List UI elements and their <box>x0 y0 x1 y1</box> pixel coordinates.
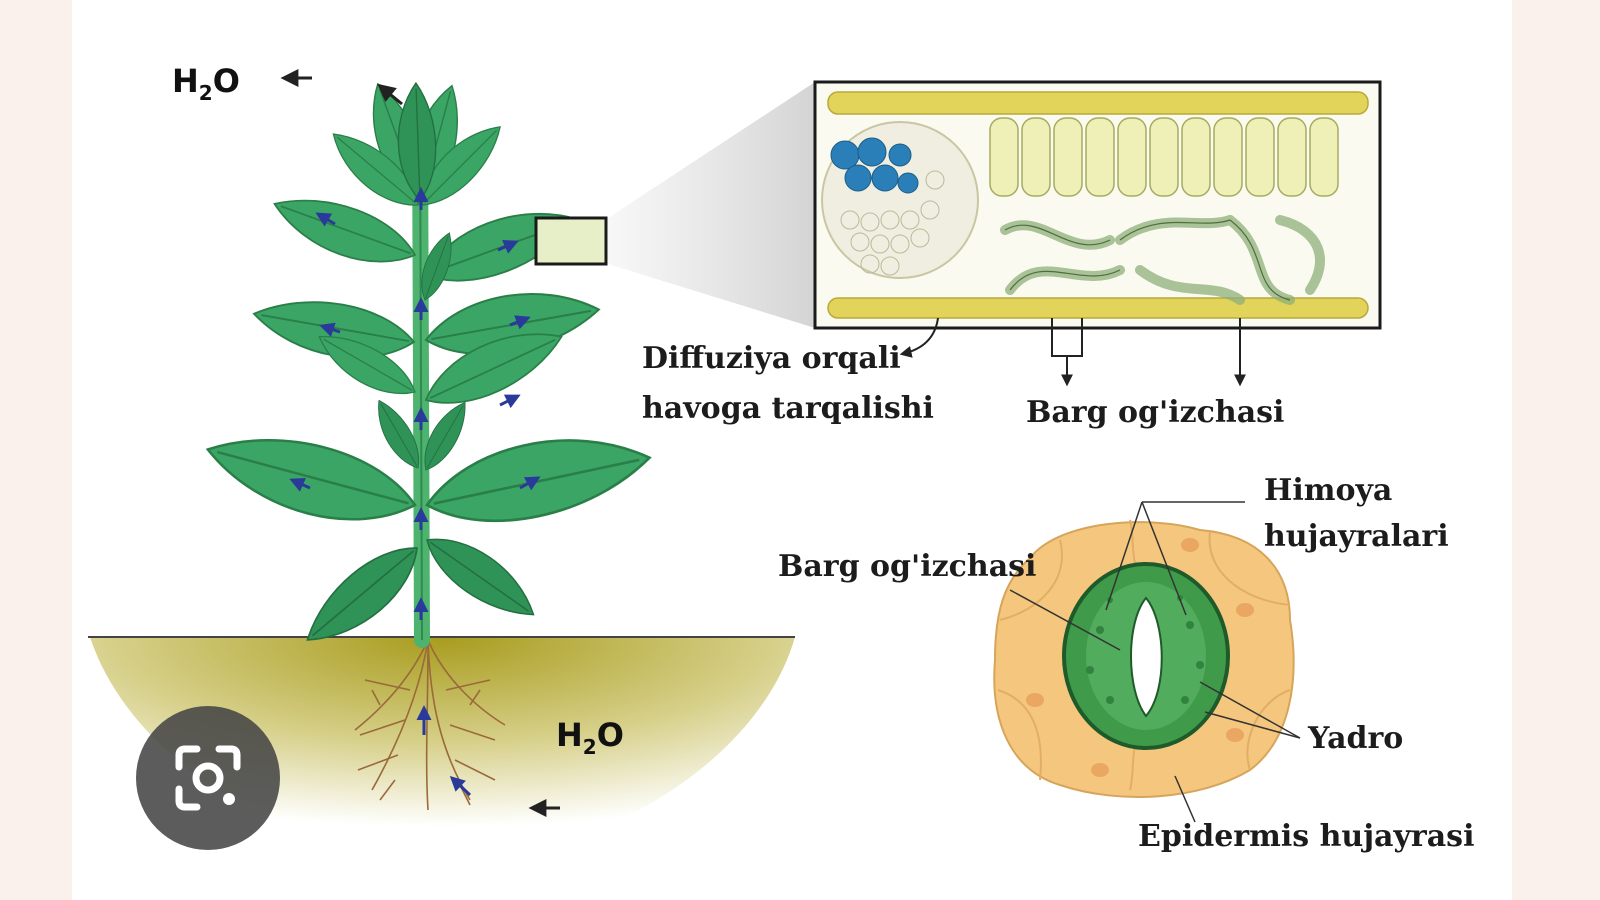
nucleus-label: Yadro <box>1307 721 1403 756</box>
zoom-beam <box>608 82 815 328</box>
zoom-box <box>534 216 608 266</box>
evaporation-arrows <box>280 69 560 817</box>
diffusion-label-line1: Diffuziya orqali <box>642 341 901 376</box>
stoma-label-upper: Barg og'izchasi <box>1026 395 1284 430</box>
lens-search-button[interactable] <box>136 706 280 850</box>
water-flow-arrows <box>289 187 541 797</box>
h2o-bottom-label: H2O <box>556 716 624 759</box>
diffusion-label-line2: havoga tarqalishi <box>642 391 934 426</box>
epidermis-cell-label: Epidermis hujayrasi <box>1138 819 1474 854</box>
pointer-lines <box>899 317 1246 387</box>
stoma-diagram <box>993 519 1295 798</box>
camera-search-icon <box>175 745 241 811</box>
h2o-top-label: H2O <box>172 62 240 105</box>
stoma-pointers <box>1009 501 1301 823</box>
guard-cells-label-line2: hujayralari <box>1264 519 1449 554</box>
stoma-label-lower: Barg og'izchasi <box>778 549 1036 584</box>
roots <box>354 639 506 811</box>
leaf-cross-section <box>813 80 1382 330</box>
guard-cells-label-line1: Himoya <box>1264 473 1392 508</box>
